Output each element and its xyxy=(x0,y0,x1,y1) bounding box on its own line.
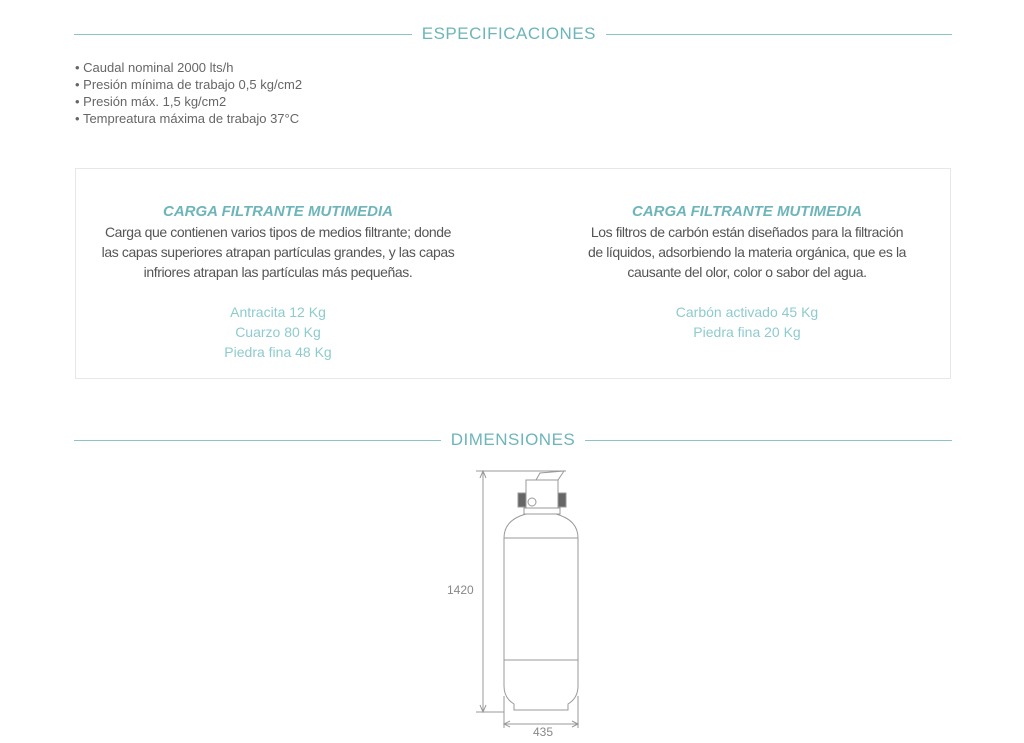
spec-item: Tempreatura máxima de trabajo 37°C xyxy=(75,110,302,127)
materials: Carbón activado 45 Kg Piedra fina 20 Kg xyxy=(527,302,967,342)
width-dimension: 435 xyxy=(533,725,554,739)
section-title: DIMENSIONES xyxy=(450,430,576,449)
material: Piedra fina 48 Kg xyxy=(224,344,332,360)
filter-media-box: CARGA FILTRANTE MUTIMEDIA Carga que cont… xyxy=(75,168,951,379)
material: Cuarzo 80 Kg xyxy=(235,324,321,340)
spec-item: Presión mínima de trabajo 0,5 kg/cm2 xyxy=(75,76,302,93)
card-carbon: CARGA FILTRANTE MUTIMEDIA Los filtros de… xyxy=(527,202,967,342)
height-dimension: 1420 xyxy=(447,583,474,597)
card-title: CARGA FILTRANTE MUTIMEDIA xyxy=(632,203,862,220)
material: Antracita 12 Kg xyxy=(230,304,326,320)
card-text: Carga que contienen varios tipos de medi… xyxy=(104,224,452,240)
divider xyxy=(74,439,441,441)
dimensions-header: DIMENSIONES xyxy=(74,428,952,452)
specs-header: ESPECIFICACIONES xyxy=(74,22,952,46)
material: Piedra fina 20 Kg xyxy=(693,324,801,340)
card-text: causante del olor, color o sabor del agu… xyxy=(627,264,867,280)
divider xyxy=(606,33,952,35)
divider xyxy=(74,33,412,35)
section-title: ESPECIFICACIONES xyxy=(421,24,596,43)
materials: Antracita 12 Kg Cuarzo 80 Kg Piedra fina… xyxy=(58,302,498,362)
card-multimedia: CARGA FILTRANTE MUTIMEDIA Carga que cont… xyxy=(58,202,498,362)
card-text: de líquidos, adsorbiendo la materia orgá… xyxy=(587,244,907,260)
card-text: las capas superiores atrapan partículas … xyxy=(101,244,455,260)
filter-tank-drawing xyxy=(476,469,580,728)
divider xyxy=(585,439,952,441)
material: Carbón activado 45 Kg xyxy=(675,304,819,320)
spec-list: Caudal nominal 2000 lts/h Presión mínima… xyxy=(75,59,302,127)
spec-item: Caudal nominal 2000 lts/h xyxy=(75,59,302,76)
card-text: infriores atrapan las partículas más peq… xyxy=(143,264,413,280)
card-text: Los filtros de carbón están diseñados pa… xyxy=(590,224,904,240)
spec-item: Presión máx. 1,5 kg/cm2 xyxy=(75,93,302,110)
card-title: CARGA FILTRANTE MUTIMEDIA xyxy=(163,203,393,220)
